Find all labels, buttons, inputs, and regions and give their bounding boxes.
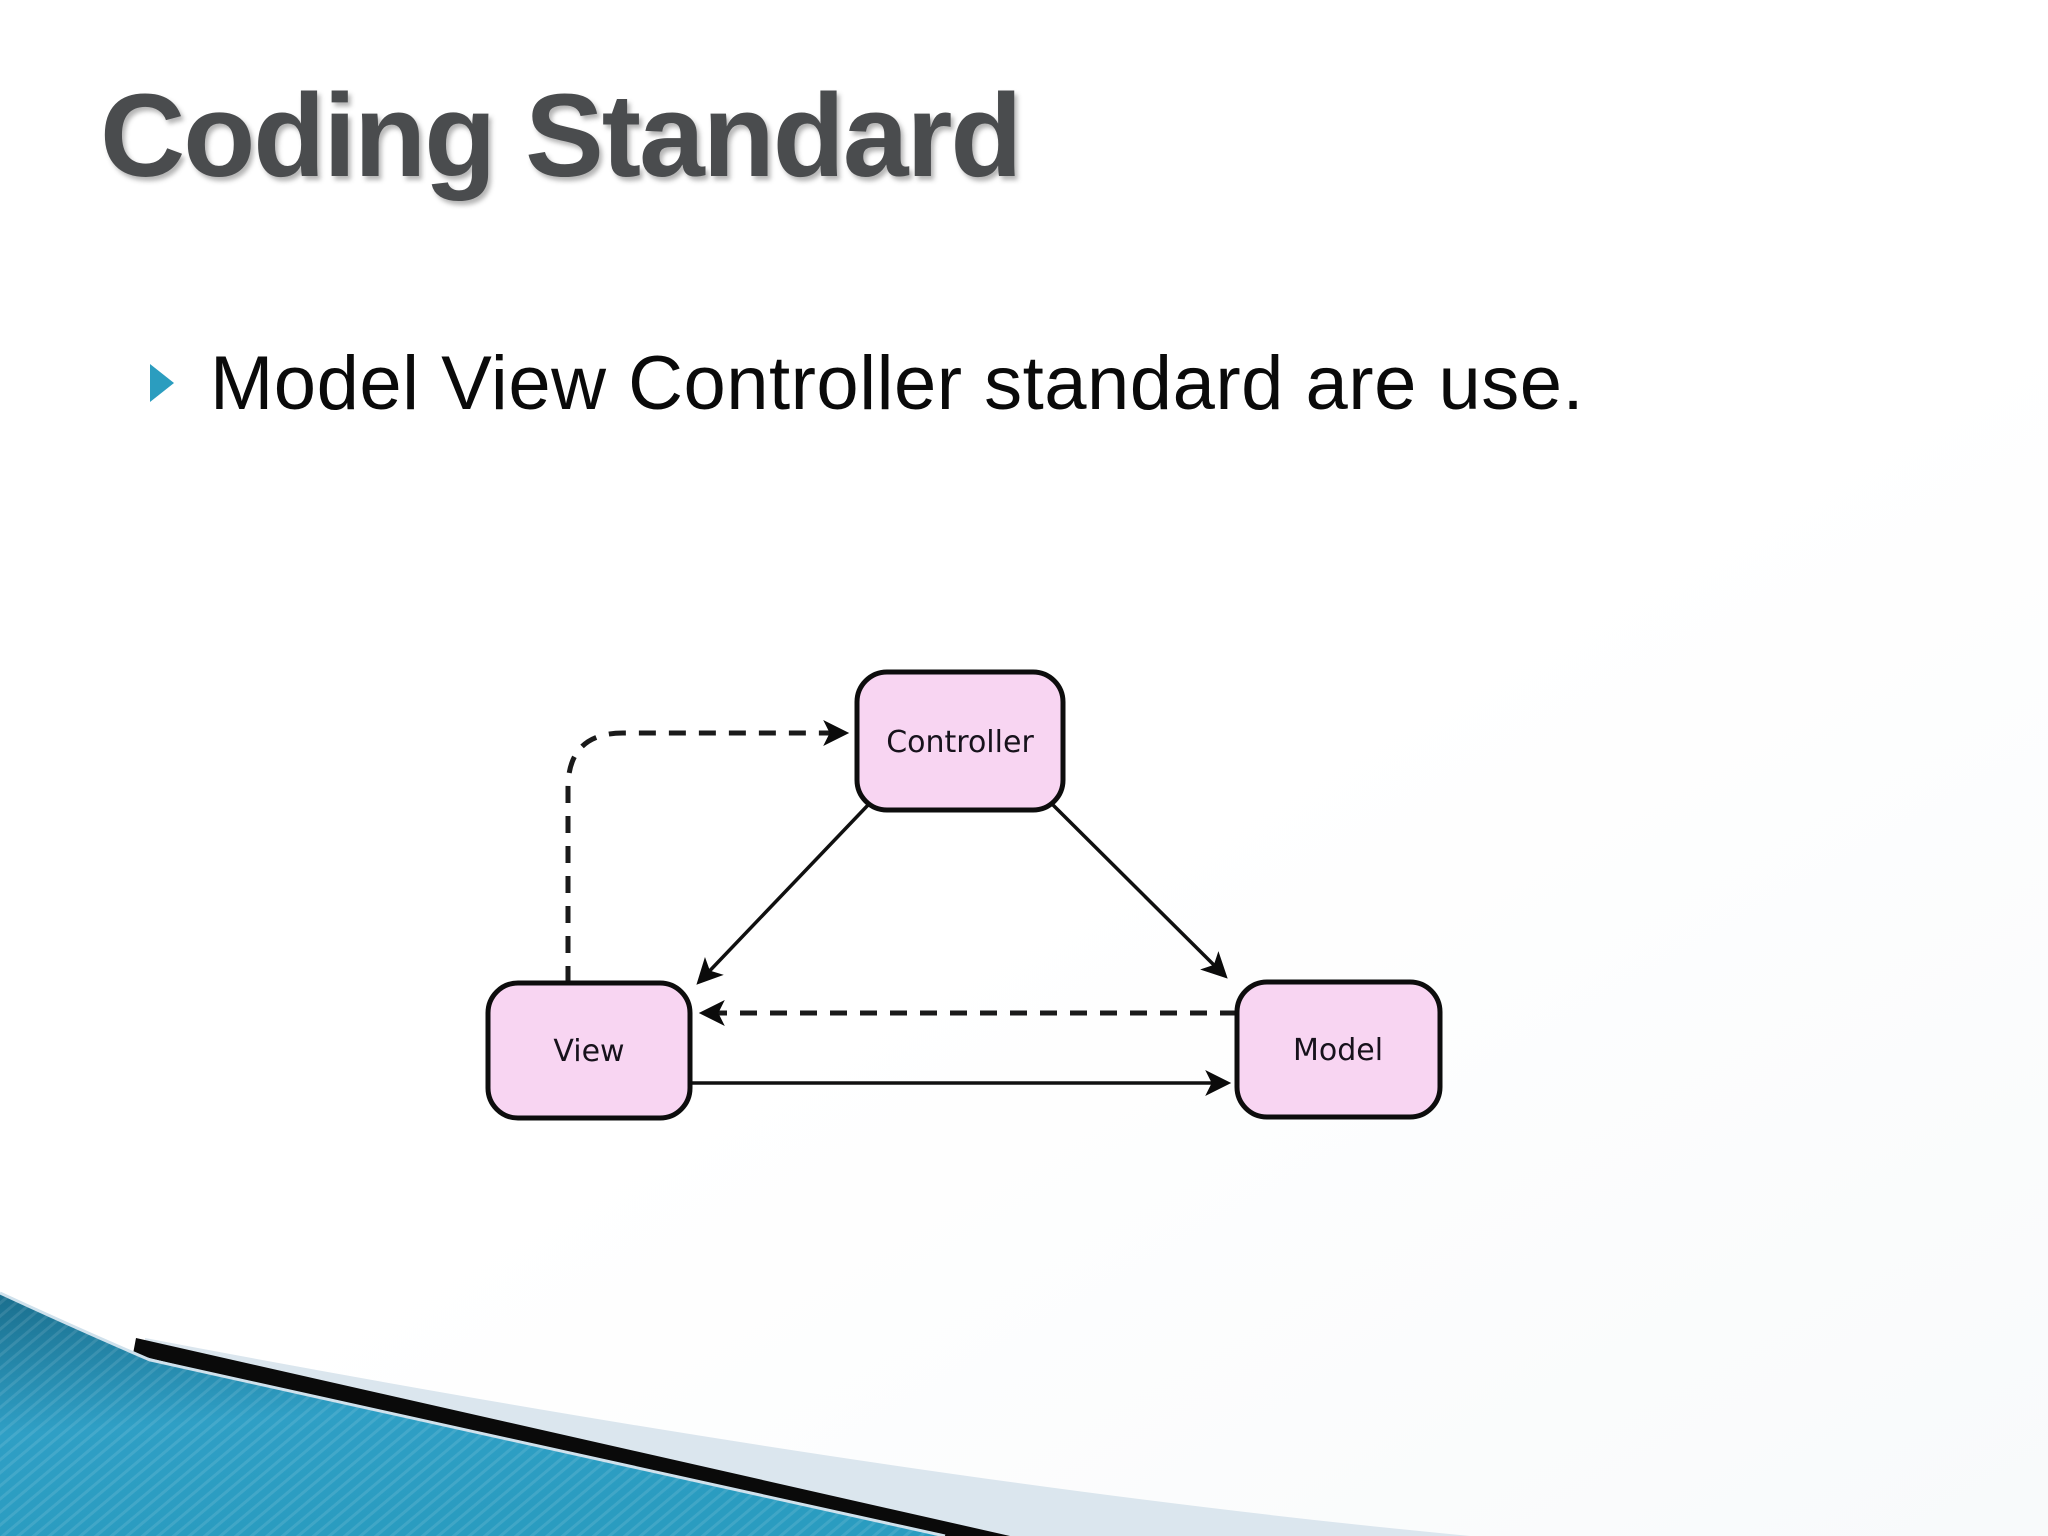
ribbon-teal-highlight-edge <box>0 1291 946 1536</box>
edge-controller-to-model <box>1050 802 1228 979</box>
controller-box <box>854 669 1066 813</box>
node-model: Model <box>1234 979 1443 1120</box>
node-view: View <box>485 980 693 1121</box>
controller-label: Controller <box>886 725 1034 760</box>
mvc-diagram: Controller View Model <box>485 669 1443 1121</box>
node-controller: Controller <box>854 669 1066 813</box>
model-box <box>1234 979 1443 1120</box>
ribbon-teal-texture <box>0 1293 945 1536</box>
view-box <box>485 980 693 1121</box>
bottom-ribbon-decoration <box>0 1291 1470 1536</box>
edge-controller-to-view <box>696 802 871 985</box>
bullet-triangle-icon <box>150 364 174 402</box>
ribbon-black-stripe <box>133 1338 1010 1536</box>
slide-title: Coding Standard <box>100 70 1023 202</box>
bullet-item: Model View Controller standard are use. <box>150 340 1950 427</box>
model-label: Model <box>1293 1033 1383 1068</box>
view-label: View <box>553 1034 624 1069</box>
bullet-text: Model View Controller standard are use. <box>210 341 1585 426</box>
edge-view-to-controller <box>565 720 850 983</box>
